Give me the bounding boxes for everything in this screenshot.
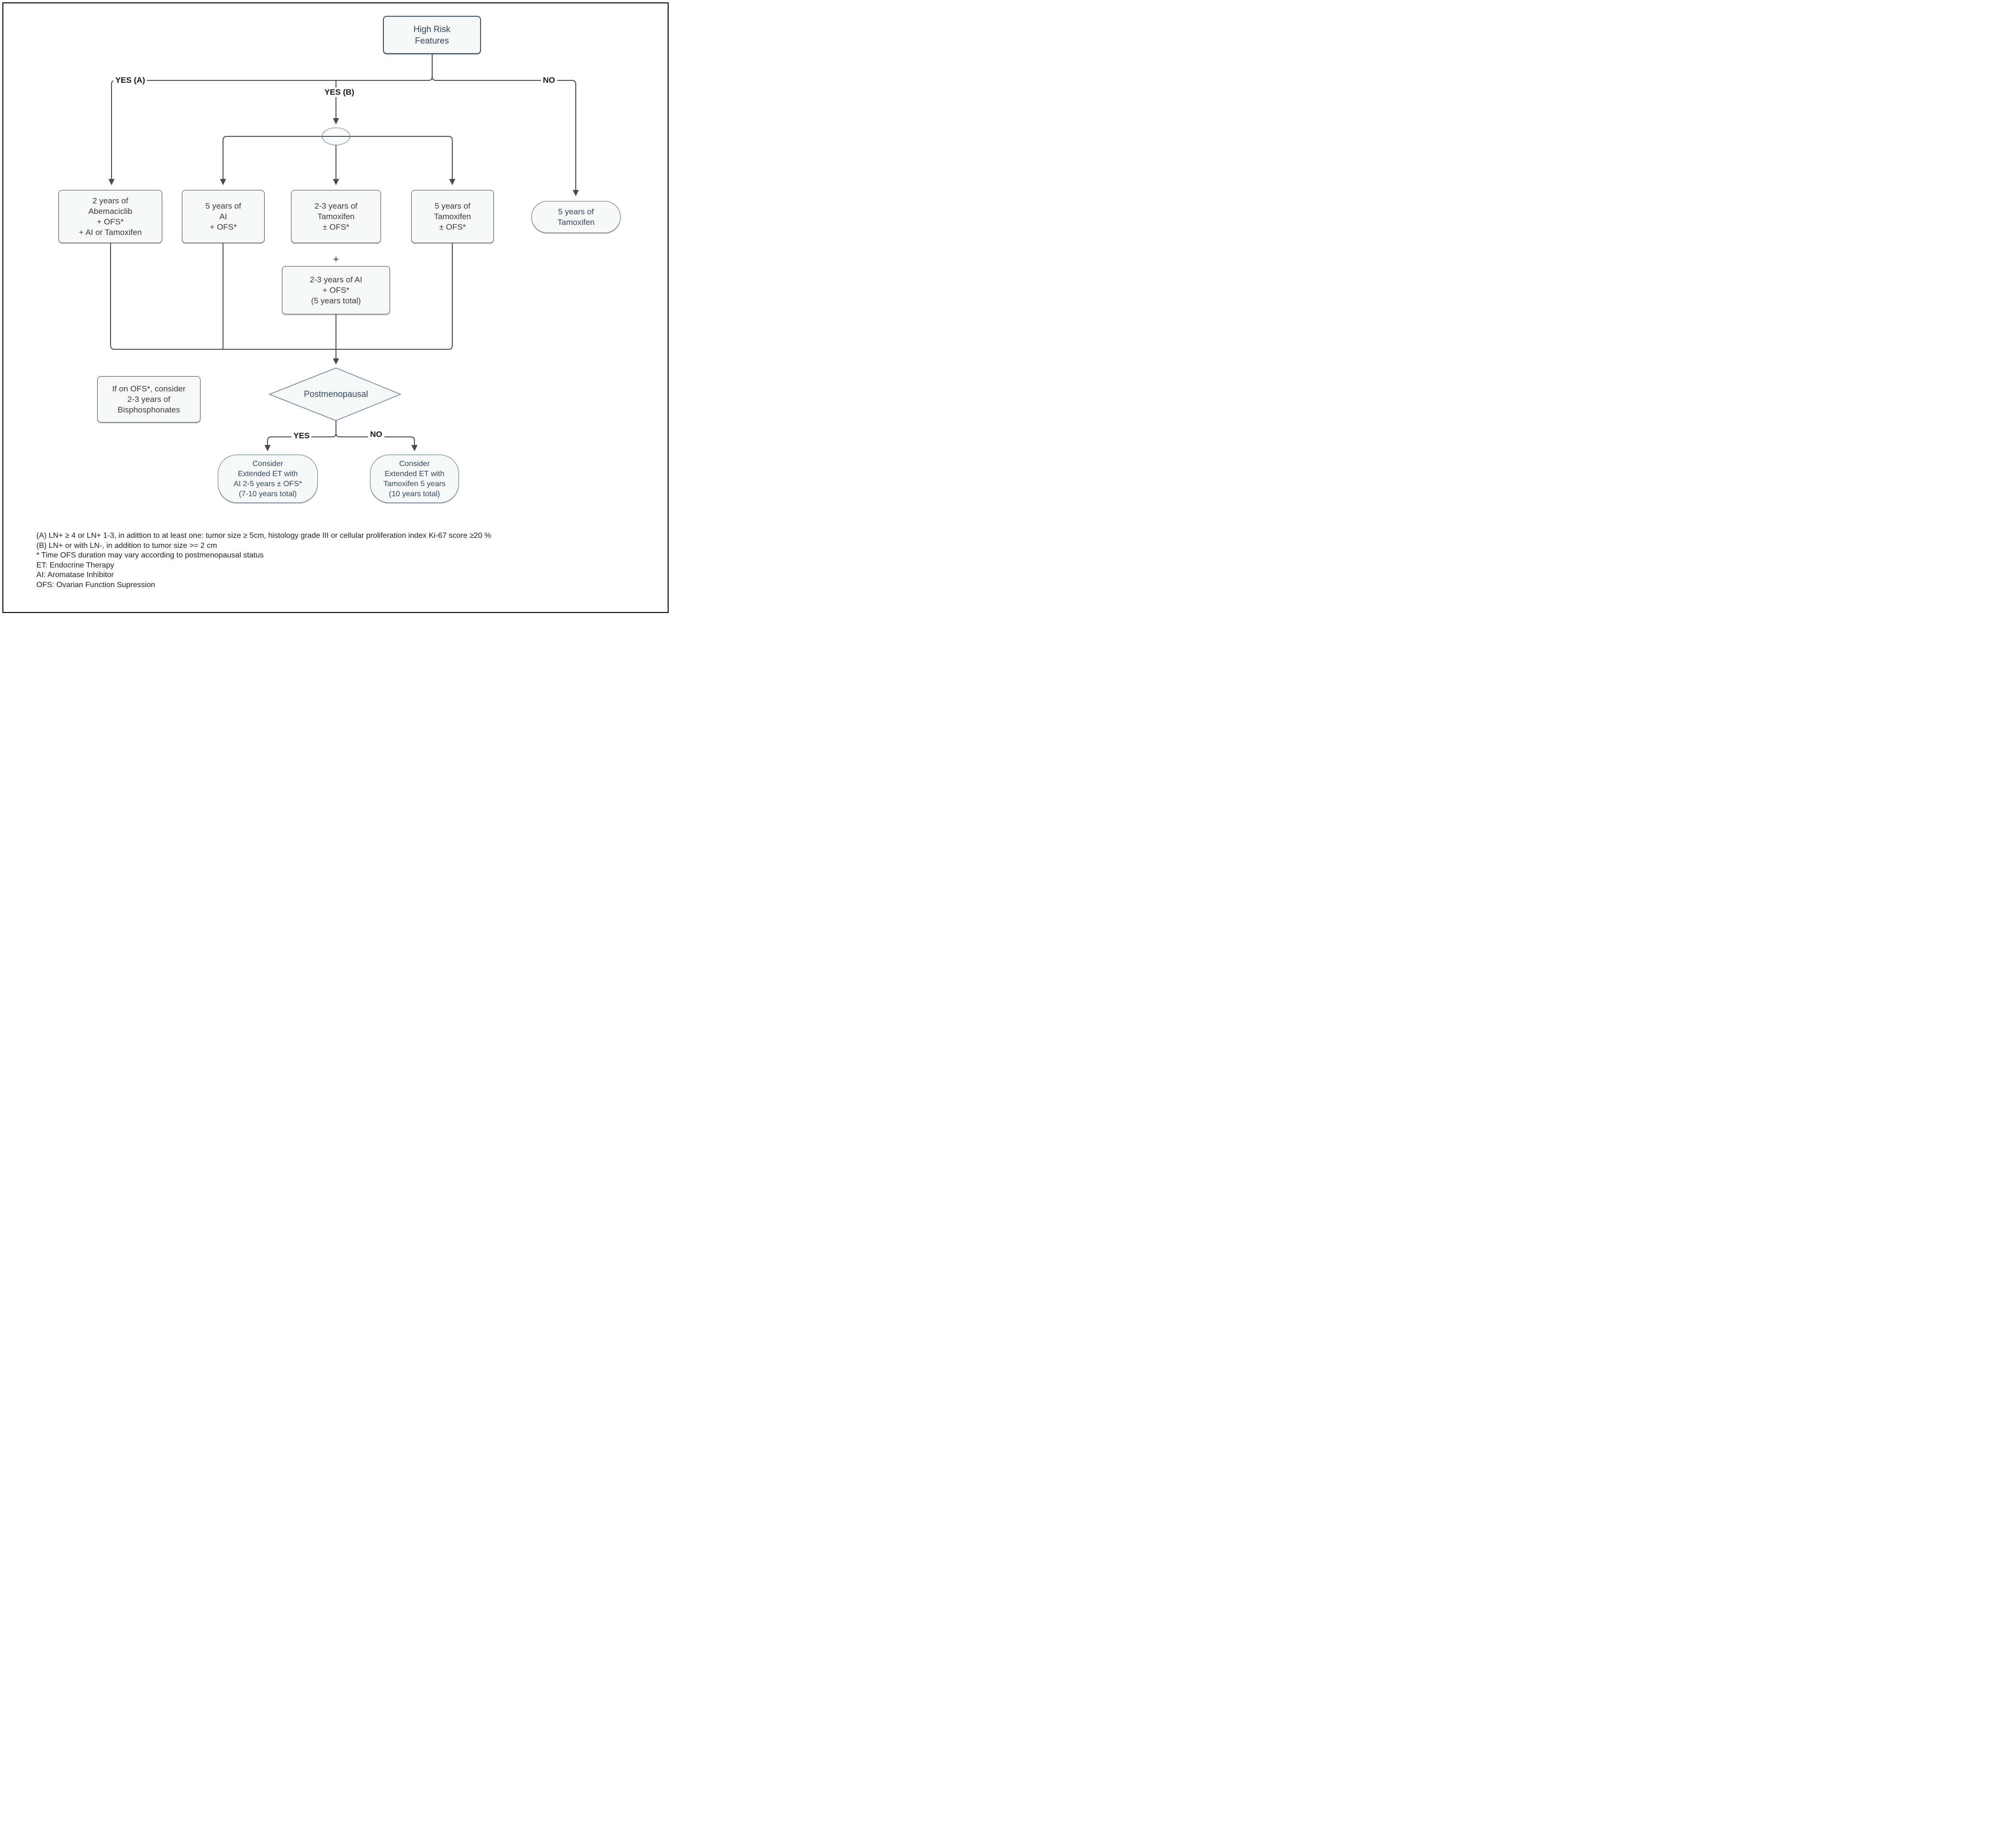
edge-label-no-top: NO: [541, 76, 557, 85]
node-text: + OFS*: [97, 217, 124, 226]
node-5y-ai-ofs: 5 years of AI + OFS*: [182, 190, 265, 243]
node-text: Consider: [252, 459, 283, 468]
edge-label-yes-bottom: YES: [291, 431, 312, 441]
node-text: Extended ET with: [384, 469, 445, 478]
node-text: 2-3 years of: [314, 201, 358, 211]
node-text: ± OFS*: [323, 222, 349, 232]
node-text: AI: [219, 212, 227, 221]
figure-border: [2, 2, 669, 613]
node-text: + OFS*: [210, 222, 237, 232]
edge-label-yes-b: YES (B): [322, 88, 357, 97]
node-text: ± OFS*: [439, 222, 466, 232]
node-text: Tamoxifen 5 years: [383, 479, 446, 488]
node-text: (5 years total): [311, 296, 361, 305]
node-bisphosphonates-note: If on OFS*, consider 2-3 years of Bispho…: [97, 376, 201, 423]
edge-label-yes-a: YES (A): [113, 76, 147, 85]
flowchart-canvas: High Risk Features 2 years of Abemacicli…: [0, 0, 671, 616]
footnote-ofs: OFS: Ovarian Function Supression: [36, 580, 156, 589]
footnote-b: (B) LN+ or with LN-, in addition to tumo…: [36, 541, 217, 550]
node-extended-et-ai: Consider Extended ET with AI 2-5 years ±…: [218, 455, 318, 503]
node-text: Features: [414, 36, 449, 45]
node-2-3y-tamoxifen: 2-3 years of Tamoxifen ± OFS*: [291, 190, 381, 243]
plus-connector: +: [333, 253, 339, 265]
decision-postmenopausal: Postmenopausal: [303, 389, 369, 399]
node-text: High Risk: [413, 24, 451, 34]
node-text: (7-10 years total): [239, 490, 297, 498]
node-5y-tamoxifen-pill: 5 years of Tamoxifen: [531, 201, 621, 233]
node-text: 2-3 years of: [127, 394, 170, 404]
node-5y-tamoxifen-ofs: 5 years of Tamoxifen ± OFS*: [411, 190, 494, 243]
node-text: + AI or Tamoxifen: [78, 227, 142, 237]
node-text: AI 2-5 years ± OFS*: [233, 479, 302, 488]
node-text: Abemaciclib: [88, 206, 133, 216]
node-extended-et-tamoxifen: Consider Extended ET with Tamoxifen 5 ye…: [370, 455, 459, 503]
node-text: Bisphosphonates: [117, 405, 180, 414]
node-text: Tamoxifen: [557, 217, 595, 227]
node-text: 5 years of: [435, 201, 470, 211]
footnote-a: (A) LN+ ≥ 4 or LN+ 1-3, in adittion to a…: [36, 532, 492, 540]
edge-label-no-bottom: NO: [368, 430, 384, 439]
node-text: Tamoxifen: [317, 212, 355, 221]
node-abemaciclib: 2 years of Abemaciclib + OFS* + AI or Ta…: [58, 190, 162, 243]
node-2-3y-ai-total: 2-3 years of AI + OFS* (5 years total): [282, 266, 390, 314]
node-text: 2 years of: [92, 196, 128, 205]
footnotes: (A) LN+ ≥ 4 or LN+ 1-3, in adittion to a…: [36, 531, 659, 590]
node-text: (10 years total): [389, 490, 440, 498]
node-text: 5 years of: [558, 207, 594, 216]
node-high-risk-features: High Risk Features: [383, 16, 481, 54]
footnote-asterisk: * Time OFS duration may vary according t…: [36, 551, 264, 559]
footnote-et: ET: Endocrine Therapy: [36, 561, 114, 569]
node-text: Tamoxifen: [434, 212, 471, 221]
footnote-ai: AI: Aromatase Inhibitor: [36, 571, 114, 579]
node-text: 2-3 years of AI: [310, 275, 362, 284]
node-text: + OFS*: [322, 285, 350, 295]
node-text: If on OFS*, consider: [112, 384, 186, 393]
node-text: 5 years of: [205, 201, 241, 211]
node-text: Consider: [399, 459, 430, 468]
node-text: Extended ET with: [237, 469, 298, 478]
